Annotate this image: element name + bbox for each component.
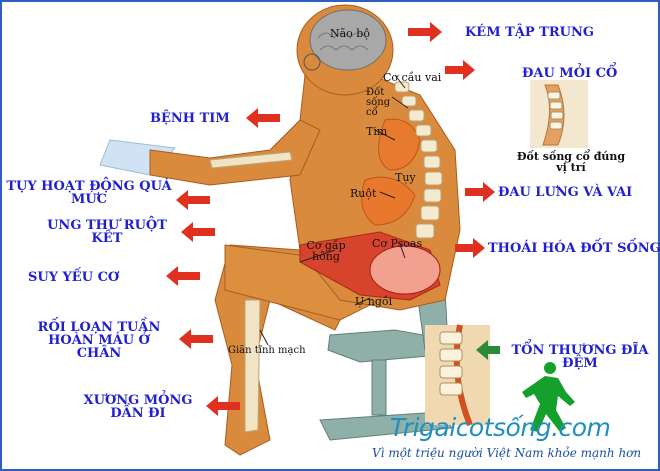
label-co-gap-hong: Cơ gấp hông bbox=[306, 240, 346, 262]
label-dot-song-co-dung-vi-tri: Đốt sống cổ đúng vị trí bbox=[512, 151, 630, 173]
label-co-cau-vai: Cơ cầu vai bbox=[383, 72, 441, 83]
pelvis bbox=[370, 246, 440, 294]
label-dau-moi-co: ĐAU MỎI CỔ bbox=[522, 67, 617, 80]
label-benh-tim: BỆNH TIM bbox=[150, 112, 230, 125]
label-suy-yeu-co: SUY YẾU CƠ bbox=[28, 271, 119, 284]
disc-inset-image bbox=[425, 325, 490, 425]
label-co-psoas: Cơ Psoas bbox=[372, 238, 422, 249]
neck-inset-image bbox=[530, 80, 588, 148]
label-nao-bo: Não bộ bbox=[330, 28, 370, 39]
label-tuy: Tụy bbox=[395, 172, 416, 183]
label-kem-tap-trung: KÉM TẬP TRUNG bbox=[465, 26, 594, 39]
label-dot-song-co: Đốt sống cổ bbox=[366, 88, 396, 118]
label-thoai-hoa-dot-song: THOÁI HÓA ĐỐT SỐNG bbox=[488, 242, 660, 255]
label-dau-lung-va-vai: ĐAU LƯNG VÀ VAI bbox=[498, 186, 632, 199]
brain bbox=[310, 10, 386, 70]
label-ruot: Ruột bbox=[350, 188, 376, 199]
label-tuy-hoat-dong: TỤY HOẠT ĐỘNG QUÁ MỨC bbox=[4, 180, 174, 206]
label-gian-tinh-mach: Giãn tĩnh mạch bbox=[228, 345, 306, 356]
label-tim: Tim bbox=[366, 126, 387, 137]
brand-watermark: Trigaicotsống.com bbox=[390, 413, 610, 442]
label-ung-thu-ruot-ket: UNG THƯ RUỘT KẾT bbox=[42, 219, 172, 245]
label-roi-loan-tuan-hoan: RỐI LOẠN TUẦN HOÀN MÁU Ở CHÂN bbox=[24, 321, 174, 360]
brand-slogan: Vì một triệu người Việt Nam khỏe mạnh hơ… bbox=[372, 446, 641, 460]
label-ton-thuong-dia-dem: TỔN THƯƠNG ĐĨA ĐỆM bbox=[505, 344, 655, 370]
label-u-ngoi: Ụ ngồi bbox=[355, 296, 392, 307]
label-xuong-mong-dan-di: XƯƠNG MỎNG DẦN ĐI bbox=[78, 394, 198, 420]
